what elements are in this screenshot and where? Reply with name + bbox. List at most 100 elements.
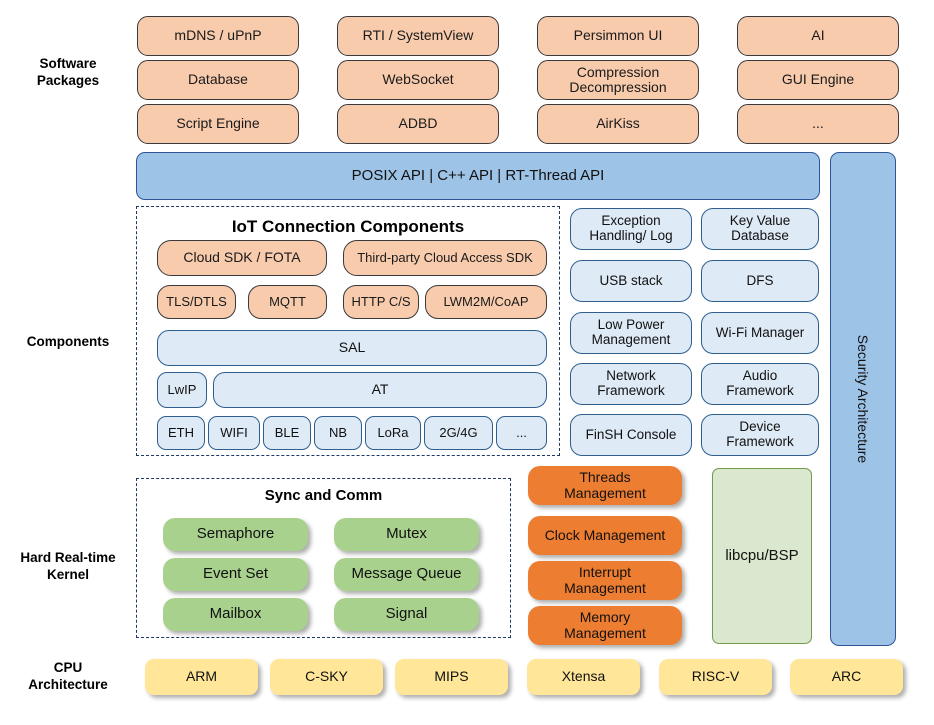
kernel-object-label: Mailbox	[209, 605, 262, 623]
kernel-object-label: Signal	[385, 605, 428, 623]
package-box[interactable]: ADBD	[337, 104, 499, 144]
row-label-software-packages: Software Packages	[36, 56, 100, 88]
cpu-arch-box[interactable]: MIPS	[395, 659, 508, 695]
component-label: Audio Framework	[726, 368, 794, 398]
component-label: Wi-Fi Manager	[715, 324, 805, 340]
component-box[interactable]: Wi-Fi Manager	[701, 312, 819, 354]
component-box[interactable]: Exception Handling/ Log	[570, 208, 692, 250]
kernel-object-box[interactable]: Semaphore	[163, 518, 308, 551]
component-box[interactable]: DFS	[701, 260, 819, 302]
component-label: Network Framework	[597, 368, 665, 398]
component-box[interactable]: USB stack	[570, 260, 692, 302]
cpu-arch-label: C-SKY	[305, 668, 348, 685]
kernel-object-label: Semaphore	[196, 525, 275, 543]
package-label: ...	[812, 115, 824, 132]
cpu-arch-box[interactable]: ARC	[790, 659, 903, 695]
kernel-object-box[interactable]: Message Queue	[334, 558, 479, 591]
package-label: WebSocket	[382, 71, 454, 88]
row-label-components: Components	[26, 333, 110, 349]
link-label: NB	[328, 424, 348, 440]
link-box[interactable]: WIFI	[208, 416, 260, 450]
cpu-arch-label: ARM	[185, 668, 218, 685]
link-label: BLE	[274, 424, 300, 440]
package-box[interactable]: WebSocket	[337, 60, 499, 100]
package-label: AirKiss	[596, 115, 640, 132]
package-box[interactable]: Persimmon UI	[537, 16, 699, 56]
package-box[interactable]: AirKiss	[537, 104, 699, 144]
at-box[interactable]: AT	[213, 372, 547, 408]
kernel-object-box[interactable]: Mutex	[334, 518, 479, 551]
kernel-object-label: Mutex	[386, 525, 427, 543]
kernel-management-box[interactable]: Interrupt Management	[528, 561, 682, 600]
package-label: Database	[188, 71, 248, 88]
cpu-arch-box[interactable]: ARM	[145, 659, 258, 695]
row-label-cpu-architecture: CPU Architecture	[28, 660, 108, 692]
link-label: 2G/4G	[439, 424, 478, 440]
package-box[interactable]: RTI / SystemView	[337, 16, 499, 56]
component-label: USB stack	[599, 272, 663, 288]
security-architecture-label: Security Architecture	[855, 334, 872, 464]
kernel-object-box[interactable]: Signal	[334, 598, 479, 631]
component-box[interactable]: Key Value Database	[701, 208, 819, 250]
cpu-arch-label: MIPS	[434, 668, 469, 685]
cpu-arch-label: RISC-V	[691, 668, 740, 685]
component-label: Key Value Database	[729, 213, 791, 243]
link-label: ...	[516, 424, 527, 440]
libcpu-bsp-box[interactable]: libcpu/BSP	[712, 468, 812, 644]
component-box[interactable]: Audio Framework	[701, 363, 819, 405]
iot-protocol-label: LWM2M/CoAP	[443, 293, 529, 309]
package-label: ADBD	[398, 115, 438, 132]
kernel-object-box[interactable]: Event Set	[163, 558, 308, 591]
iot-protocol-box[interactable]: HTTP C/S	[343, 285, 419, 319]
iot-protocol-label: MQTT	[269, 293, 306, 309]
iot-box[interactable]: Cloud SDK / FOTA	[157, 240, 327, 276]
cpu-arch-box[interactable]: C-SKY	[270, 659, 383, 695]
component-box[interactable]: FinSH Console	[570, 414, 692, 456]
cpu-arch-box[interactable]: Xtensa	[527, 659, 640, 695]
kernel-management-box[interactable]: Threads Management	[528, 466, 682, 505]
package-label: AI	[811, 27, 825, 44]
libcpu-bsp-label: libcpu/BSP	[725, 546, 799, 564]
package-box[interactable]: Database	[137, 60, 299, 100]
iot-protocol-label: HTTP C/S	[351, 293, 411, 309]
link-box[interactable]: 2G/4G	[424, 416, 493, 450]
api-bar-label: POSIX API | C++ API | RT-Thread API	[351, 166, 605, 184]
kernel-management-box[interactable]: Clock Management	[528, 516, 682, 555]
security-architecture-bar[interactable]: Security Architecture	[830, 152, 896, 646]
sync-and-comm-container: Sync and Comm	[136, 478, 511, 638]
link-label: ETH	[168, 424, 194, 440]
cpu-arch-box[interactable]: RISC-V	[659, 659, 772, 695]
package-box[interactable]: Compression Decompression	[537, 60, 699, 100]
kernel-management-label: Interrupt Management	[564, 564, 646, 596]
kernel-object-box[interactable]: Mailbox	[163, 598, 308, 631]
api-bar[interactable]: POSIX API | C++ API | RT-Thread API	[136, 152, 820, 200]
iot-box[interactable]: Third-party Cloud Access SDK	[343, 240, 547, 276]
iot-protocol-box[interactable]: MQTT	[248, 285, 327, 319]
package-box[interactable]: ...	[737, 104, 899, 144]
link-box[interactable]: ETH	[157, 416, 205, 450]
package-box[interactable]: mDNS / uPnP	[137, 16, 299, 56]
package-box[interactable]: GUI Engine	[737, 60, 899, 100]
package-box[interactable]: Script Engine	[137, 104, 299, 144]
sal-box[interactable]: SAL	[157, 330, 547, 366]
kernel-management-box[interactable]: Memory Management	[528, 606, 682, 645]
iot-connection-components-title: IoT Connection Components	[231, 217, 465, 236]
component-label: Low Power Management	[591, 317, 671, 347]
kernel-management-label: Threads Management	[564, 469, 646, 501]
iot-protocol-box[interactable]: TLS/DTLS	[157, 285, 236, 319]
component-box[interactable]: Low Power Management	[570, 312, 692, 354]
link-box[interactable]: BLE	[263, 416, 311, 450]
link-box[interactable]: ...	[496, 416, 547, 450]
package-box[interactable]: AI	[737, 16, 899, 56]
sync-and-comm-title: Sync and Comm	[264, 487, 383, 504]
lwip-box[interactable]: LwIP	[157, 372, 207, 408]
link-box[interactable]: NB	[314, 416, 362, 450]
component-box[interactable]: Network Framework	[570, 363, 692, 405]
package-label: Persimmon UI	[573, 27, 663, 44]
link-box[interactable]: LoRa	[365, 416, 421, 450]
iot-protocol-box[interactable]: LWM2M/CoAP	[425, 285, 547, 319]
kernel-management-label: Memory Management	[564, 609, 646, 641]
cpu-arch-label: ARC	[831, 668, 862, 685]
component-box[interactable]: Device Framework	[701, 414, 819, 456]
